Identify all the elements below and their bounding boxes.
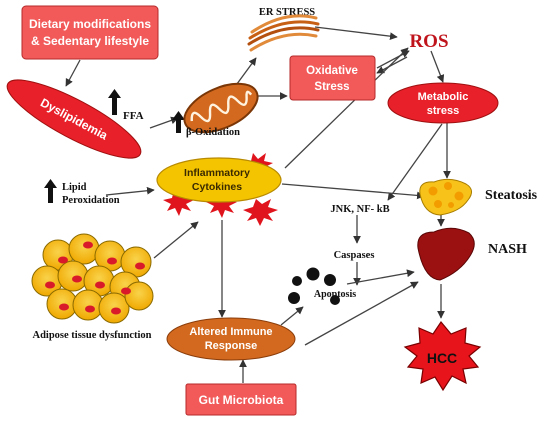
inflammatory-cytokines-node: Inflammatory Cytokines: [156, 153, 282, 226]
gut-microbiota-box: Gut Microbiota: [185, 383, 297, 416]
oxidative-label-1: Oxidative: [306, 65, 358, 77]
arrow-ros-to-oxidative: [376, 56, 408, 74]
nash-label: NASH: [488, 242, 527, 257]
up-arrow-icon-lipid: [44, 179, 57, 203]
arrow-cytokines-to-ros: [284, 47, 409, 169]
mitochondrion-icon: [183, 82, 259, 134]
jnk-label: JNK, NF- kB: [330, 204, 389, 215]
beta-oxidation-label: β-Oxidation: [186, 127, 240, 138]
gut-label: Gut Microbiota: [199, 393, 284, 407]
up-arrow-icon-ffa: [108, 89, 121, 115]
immune-label-1: Altered Immune: [189, 326, 272, 338]
cytokines-label-2: Cytokines: [192, 181, 242, 193]
endoplasmic-reticulum-icon: [247, 14, 320, 52]
er-stress-label: ER STRESS: [259, 7, 315, 18]
arrow-immune-to-apoptosis: [280, 306, 304, 326]
arrow-adipose-to-cytokines: [153, 221, 199, 259]
apoptotic-bodies-icon: [288, 267, 340, 305]
up-arrow-icon-beta-oxidation: [172, 111, 185, 133]
lipid-label-2: Peroxidation: [62, 195, 120, 206]
dietary-label-1: Dietary modifications: [29, 17, 151, 31]
metabolic-stress-node: Metabolic stress: [387, 82, 499, 124]
adipose-tissue-icon: [31, 233, 154, 324]
arrows: [65, 26, 451, 383]
up-arrow-icons: [44, 89, 185, 203]
oxidative-label-2: Stress: [314, 81, 349, 93]
immune-label-2: Response: [205, 340, 258, 352]
hcc-label: HCC: [427, 350, 457, 366]
arrow-ros-to-metabolic: [430, 50, 445, 83]
cytokines-label-1: Inflammatory: [184, 167, 250, 179]
arrow-lipid-to-cytokines: [105, 186, 155, 196]
arrow-er-to-ros: [314, 26, 398, 41]
ros-label: ROS: [409, 31, 448, 52]
ffa-label: FFA: [123, 110, 144, 122]
arrow-immune-to-nash: [304, 281, 419, 346]
lipid-label-1: Lipid: [62, 182, 87, 193]
arrow-oxidative-to-ros: [376, 50, 410, 69]
arrow-metabolic-to-jnk: [387, 123, 443, 201]
adipose-nucleus-icons: [45, 241, 145, 315]
dietary-label-2: & Sedentary lifestyle: [31, 34, 149, 48]
caspases-label: Caspases: [334, 250, 375, 261]
apoptosis-label: Apoptosis: [314, 289, 356, 300]
arrow-diet-to-dyslipidemia: [65, 59, 81, 87]
steatosis-liver-icon: [419, 178, 472, 216]
arrow-apoptosis-to-nash: [346, 269, 415, 285]
oxidative-stress-box: Oxidative Stress: [289, 55, 376, 101]
arrow-cytokines-to-steatosis: [281, 183, 425, 200]
steatosis-label: Steatosis: [485, 188, 538, 203]
metabolic-label-1: Metabolic: [418, 91, 469, 103]
dietary-box: Dietary modifications & Sedentary lifest…: [21, 5, 159, 60]
altered-immune-node: Altered Immune Response: [166, 317, 296, 361]
nash-liver-icon: [417, 227, 475, 281]
hcc-node: HCC: [403, 320, 482, 392]
adipose-label: Adipose tissue dysfunction: [32, 330, 151, 341]
metabolic-label-2: stress: [427, 105, 459, 117]
